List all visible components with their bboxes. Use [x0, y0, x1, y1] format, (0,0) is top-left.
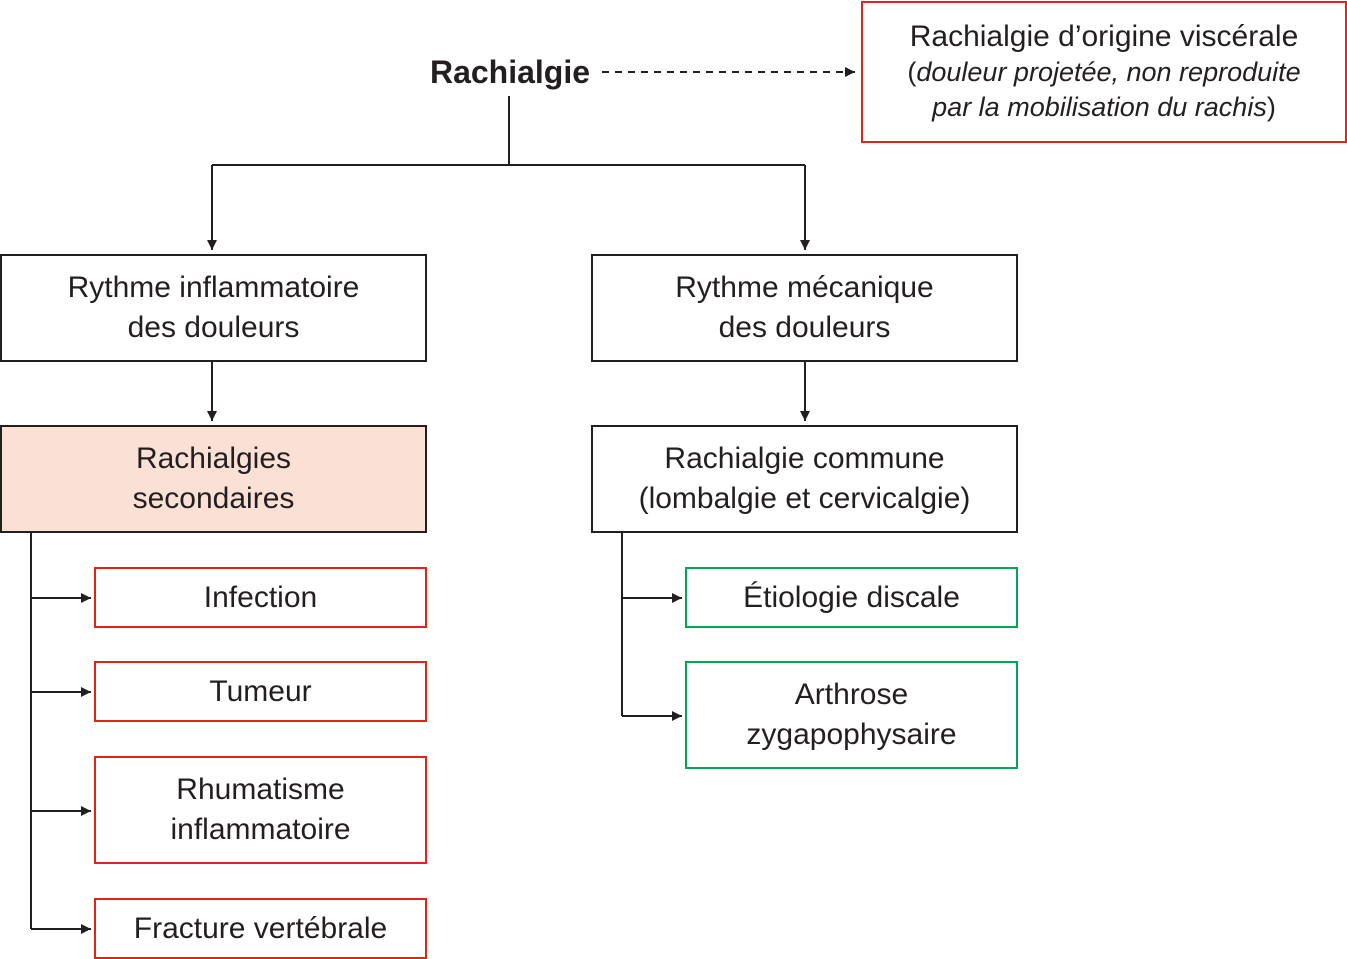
cause-label-line2: inflammatoire: [170, 813, 351, 846]
visceral-detail-line1: (douleur projetée, non reproduite: [907, 57, 1301, 87]
node-visceral: Rachialgie d’origine viscérale (douleur …: [861, 1, 1347, 143]
cause-label: Étiologie discale: [743, 580, 960, 614]
cause-label-line1: Arthrose: [794, 678, 909, 711]
visceral-detail-line2: par la mobilisation du rachis): [932, 92, 1276, 122]
mechanical-line2: des douleurs: [718, 311, 891, 344]
mechanical-line1: Rythme mécanique: [675, 271, 934, 304]
node-cause-discale: Étiologie discale: [685, 567, 1018, 628]
secondary-line2: secondaires: [132, 482, 295, 515]
root-node-rachialgie: Rachialgie: [429, 53, 591, 90]
node-mechanical-rhythm: Rythme mécanique des douleurs: [591, 254, 1018, 362]
cause-label-line2: zygapophysaire: [746, 718, 957, 751]
common-line2: (lombalgie et cervicalgie): [638, 482, 971, 515]
node-cause-tumeur: Tumeur: [94, 661, 427, 722]
node-cause-arthrose: Arthrose zygapophysaire: [685, 661, 1018, 769]
node-common-rachialgia: Rachialgie commune (lombalgie et cervica…: [591, 425, 1018, 533]
node-secondary-rachialgias: Rachialgies secondaires: [0, 425, 427, 533]
cause-label: Fracture vertébrale: [133, 911, 388, 945]
common-line1: Rachialgie commune: [664, 442, 945, 475]
secondary-line1: Rachialgies: [135, 442, 292, 475]
cause-label-line1: Rhumatisme: [176, 773, 345, 806]
node-cause-fracture: Fracture vertébrale: [94, 898, 427, 959]
inflammatory-line1: Rythme inflammatoire: [67, 271, 360, 304]
node-cause-rhumatisme: Rhumatisme inflammatoire: [94, 756, 427, 864]
cause-label: Infection: [203, 580, 318, 614]
cause-label: Tumeur: [209, 674, 312, 708]
visceral-title: Rachialgie d’origine viscérale: [909, 20, 1299, 53]
inflammatory-line2: des douleurs: [127, 311, 300, 344]
node-cause-infection: Infection: [94, 567, 427, 628]
node-inflammatory-rhythm: Rythme inflammatoire des douleurs: [0, 254, 427, 362]
